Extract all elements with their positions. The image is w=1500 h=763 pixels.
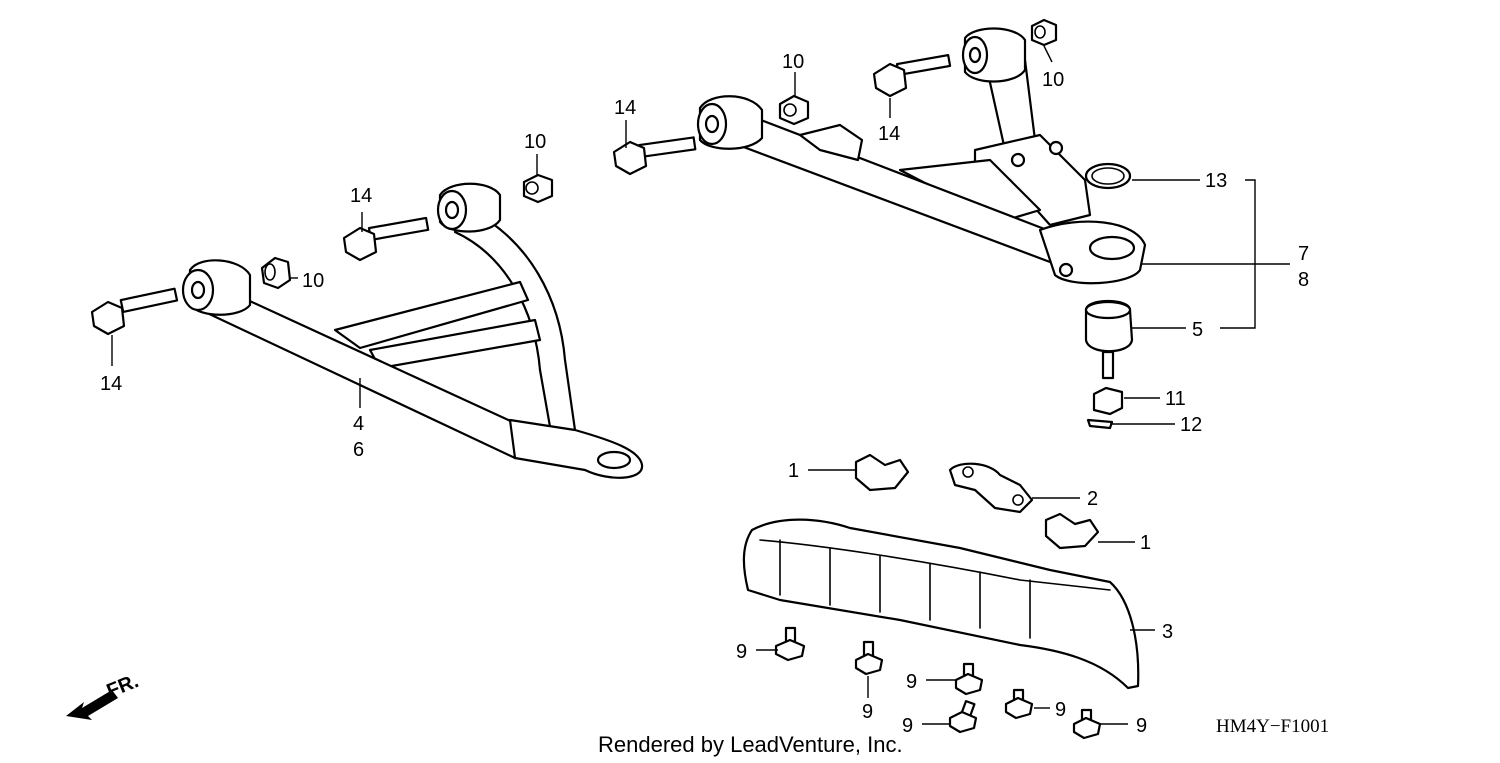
callout-2: 2: [1087, 488, 1098, 510]
front-direction-arrow: FR.: [66, 670, 142, 720]
callout-9-b: 9: [862, 701, 873, 723]
clamp-2: [948, 462, 1034, 514]
callout-10-upper-front: 10: [782, 51, 804, 73]
callout-5: 5: [1192, 319, 1203, 341]
screw-9-f: [1072, 708, 1102, 740]
nut-10-d: [1030, 18, 1058, 47]
callout-10-lower-rear: 10: [524, 131, 546, 153]
nut-10-c: [778, 94, 810, 126]
bolt-14-c: [612, 136, 697, 176]
callout-9-c: 9: [906, 671, 917, 693]
callout-6: 6: [353, 439, 364, 461]
callout-3: 3: [1162, 621, 1173, 643]
callout-1-lower: 1: [1140, 532, 1151, 554]
callout-10-upper-rear: 10: [1042, 69, 1064, 91]
bolt-14-d: [872, 53, 952, 98]
callout-10-lower-front: 10: [302, 270, 324, 292]
leader-lines: [111, 45, 1290, 725]
screw-9-a: [774, 626, 806, 662]
cotter-pin-12: [1086, 418, 1114, 430]
callout-8: 8: [1298, 269, 1309, 291]
lower-arm-assembly: [181, 182, 644, 479]
callout-9-f: 9: [1136, 715, 1147, 737]
callout-14-lower-front: 14: [100, 373, 122, 395]
diagram-code: HM4Y−F1001: [1216, 716, 1329, 737]
callout-11: 11: [1165, 388, 1186, 410]
front-label: FR.: [104, 670, 142, 702]
callout-9-d: 9: [1055, 699, 1066, 721]
callout-7: 7: [1298, 243, 1309, 265]
arrow-icon: [66, 690, 118, 720]
bolt-14-b: [342, 216, 430, 262]
bolt-14-a: [90, 287, 179, 336]
callout-9-a: 9: [736, 641, 747, 663]
screw-9-d: [1004, 688, 1034, 720]
screw-9-c: [954, 662, 984, 696]
callout-14-upper-rear: 14: [878, 123, 900, 145]
nut-10-a: [260, 256, 292, 290]
nut-10-b: [522, 173, 554, 204]
clamp-1-b: [1044, 512, 1100, 550]
screw-9-b: [854, 640, 884, 676]
callout-9-e: 9: [902, 715, 913, 737]
skid-plate-3: [742, 518, 1140, 690]
callout-4: 4: [353, 413, 364, 435]
screw-9-e: [948, 700, 978, 734]
callout-14-upper-front: 14: [614, 97, 636, 119]
callout-1-upper: 1: [788, 460, 799, 482]
ball-joint-5: [1084, 300, 1134, 380]
circlip-13: [1084, 162, 1132, 190]
callout-13: 13: [1205, 170, 1227, 192]
callout-14-lower-rear: 14: [350, 185, 372, 207]
upper-arm-assembly: [696, 27, 1147, 285]
clamp-1-a: [854, 453, 910, 492]
callout-12: 12: [1180, 414, 1202, 436]
credit-text: Rendered by LeadVenture, Inc.: [598, 732, 903, 757]
castle-nut-11: [1092, 386, 1124, 416]
